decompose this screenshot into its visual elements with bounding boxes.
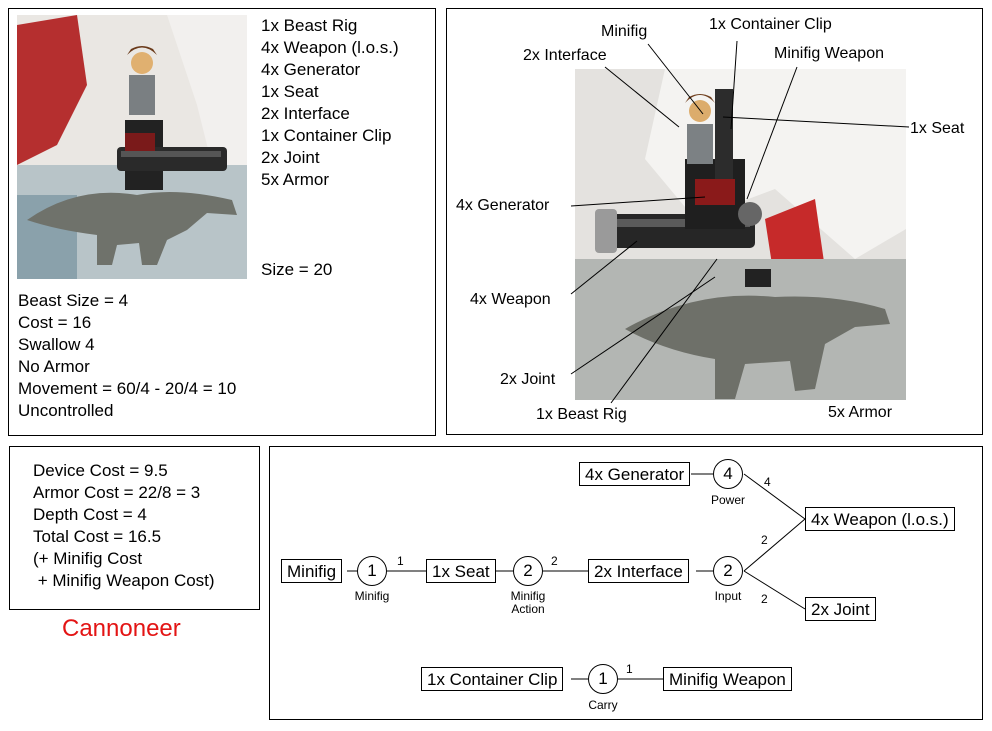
callout-minifig: Minifig [601,23,648,40]
flow-diagram: Minifig 1 Minifig 1 1x Seat 2 Minifig Ac… [269,446,983,720]
flow-node-power-label: Power [710,493,745,507]
cost-line: Device Cost = 9.5 [33,461,168,480]
flow-box-interface: 2x Interface [588,559,689,583]
callout-weapon: 4x Weapon [470,291,551,308]
parts-list-item: 4x Weapon (l.o.s.) [261,38,399,57]
callout-beast-rig: 1x Beast Rig [536,406,627,423]
stat-line: Uncontrolled [18,401,114,420]
cost-line: Total Cost = 16.5 [33,527,162,546]
parts-list-item: 2x Interface [261,104,350,123]
size-total: Size = 20 [261,260,333,279]
cost-line: + Minifig Weapon Cost) [33,571,215,590]
parts-list: 1x Beast Rig 4x Weapon (l.o.s.) 4x Gener… [261,15,399,191]
flow-connectors [347,473,806,680]
stat-line: Swallow 4 [18,335,95,354]
flow-box-joint: 2x Joint [805,597,876,621]
cost-line: (+ Minifig Cost [33,549,143,568]
callout-joint: 2x Joint [500,371,556,388]
flow-node-action: 2 [513,556,543,586]
parts-list-item: 5x Armor [261,170,330,189]
parts-panel: 1x Beast Rig 4x Weapon (l.o.s.) 4x Gener… [8,8,436,436]
edge-number: 1 [397,554,404,568]
edge-number: 1 [626,662,633,676]
parts-list-item: 2x Joint [261,148,320,167]
callout-seat: 1x Seat [910,120,965,137]
stat-line: Beast Size = 4 [18,291,129,310]
edge-number: 2 [761,592,768,606]
flow-box-container-clip: 1x Container Clip [421,667,564,691]
stat-line: Movement = 60/4 - 20/4 = 10 [18,379,237,398]
flow-node-input: 2 [713,556,743,586]
flow-node-action-label: Minifig Action [510,589,546,616]
labeled-photo-panel: Minifig 1x Container Clip 2x Interface M… [446,8,983,435]
parts-list-item: 1x Seat [261,82,319,101]
stat-line: No Armor [18,357,90,376]
callout-minifig-weapon: Minifig Weapon [774,45,884,62]
flow-node-minifig-label: Minifig [354,589,390,603]
callout-lines [570,40,910,404]
edge-number: 2 [761,533,768,547]
stat-line: Cost = 16 [18,313,92,332]
cannoneer-photo-large [575,69,906,400]
callout-container-clip: 1x Container Clip [709,16,832,33]
cost-line: Depth Cost = 4 [33,505,147,524]
flow-node-carry-label: Carry [588,698,618,712]
edge-number: 4 [764,475,771,489]
cost-line: Armor Cost = 22/8 = 3 [33,483,201,502]
edge-number: 2 [551,554,558,568]
cannoneer-photo-small [17,15,247,279]
flow-box-generator: 4x Generator [579,462,691,486]
cost-lines: Device Cost = 9.5 Armor Cost = 22/8 = 3 … [33,460,215,592]
beast-name: Cannoneer [62,615,181,642]
flow-box-minifig: Minifig [281,559,343,583]
parts-list-item: 1x Container Clip [261,126,392,145]
callout-generator: 4x Generator [456,197,550,214]
parts-list-item: 4x Generator [261,60,361,79]
cost-panel: Device Cost = 9.5 Armor Cost = 22/8 = 3 … [9,446,260,610]
flow-box-seat: 1x Seat [426,559,496,583]
flow-node-power: 4 [713,459,743,489]
flow-node-carry: 1 [588,664,618,694]
callout-armor: 5x Armor [828,404,893,421]
parts-list-item: 1x Beast Rig [261,16,358,35]
flow-box-weapon: 4x Weapon (l.o.s.) [805,507,955,531]
callout-interface: 2x Interface [523,47,607,64]
flow-box-minifig-weapon: Minifig Weapon [663,667,792,691]
flow-node-input-label: Input [714,589,742,603]
beast-stats: Beast Size = 4 Cost = 16 Swallow 4 No Ar… [18,290,236,422]
flow-node-minifig: 1 [357,556,387,586]
